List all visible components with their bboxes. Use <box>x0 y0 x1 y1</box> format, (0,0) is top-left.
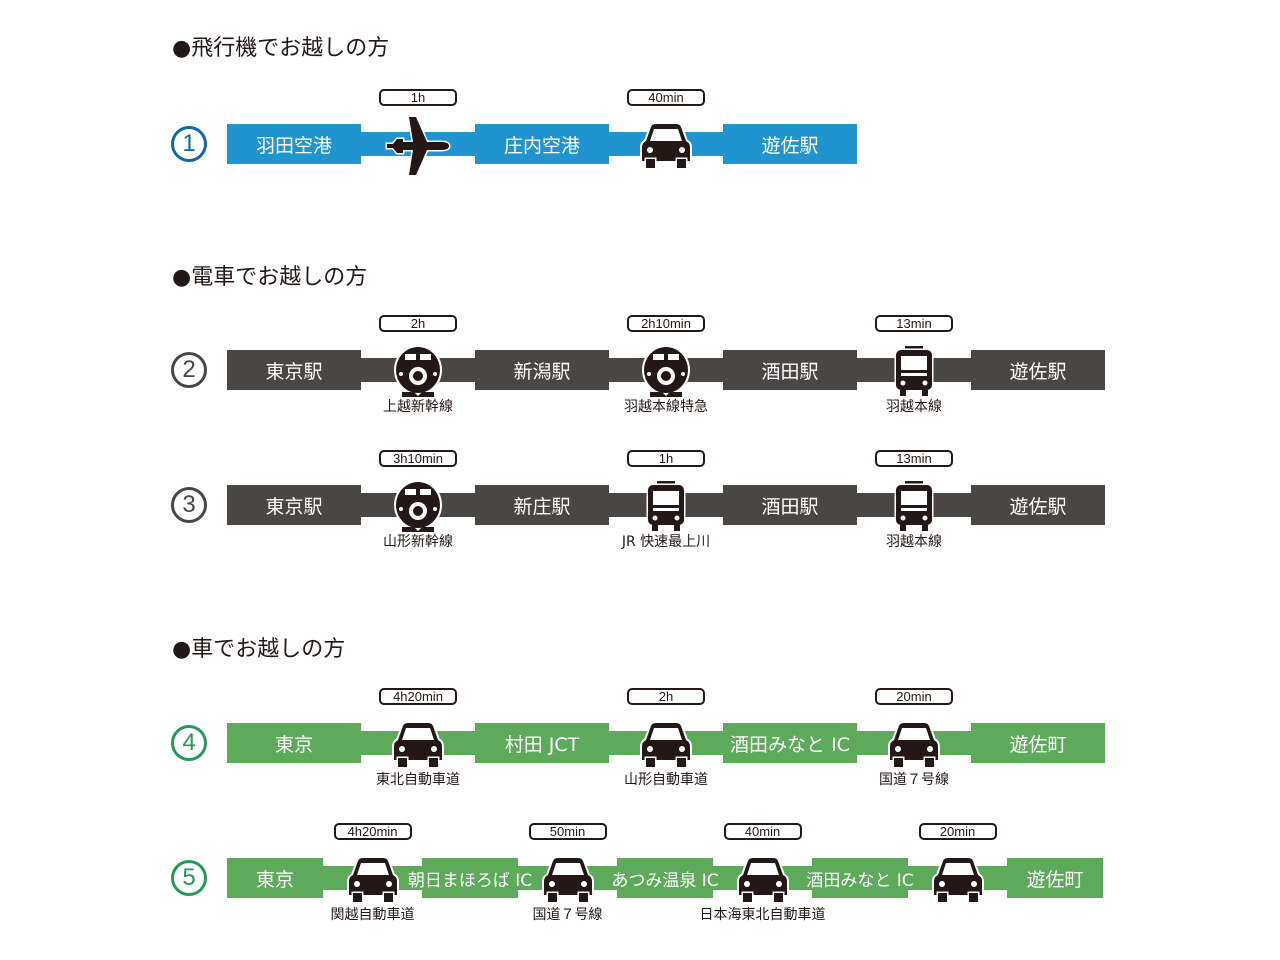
car-icon <box>930 852 986 908</box>
car-icon <box>540 852 596 908</box>
station-label: 東京駅 <box>227 485 361 525</box>
airplane-icon <box>383 115 453 177</box>
station-label: 新庄駅 <box>475 485 609 525</box>
travel-time-badge: 13min <box>875 450 953 467</box>
car-icon <box>735 852 791 908</box>
transit-line-label: 山形自動車道 <box>624 772 708 788</box>
car-icon <box>638 717 694 773</box>
travel-time-badge: 3h10min <box>379 450 457 467</box>
station-label: 東京 <box>227 723 361 763</box>
travel-time-badge: 2h <box>379 315 457 332</box>
travel-time-badge: 2h10min <box>627 315 705 332</box>
station-label: 東京駅 <box>227 350 361 390</box>
travel-time-badge: 13min <box>875 315 953 332</box>
shinkansen-icon <box>638 344 694 400</box>
travel-time-badge: 1h <box>379 89 457 106</box>
train-icon <box>638 479 694 535</box>
train-icon <box>886 479 942 535</box>
station-label: 酒田駅 <box>723 485 857 525</box>
shinkansen-icon <box>390 479 446 535</box>
station-label: 新潟駅 <box>475 350 609 390</box>
car-icon <box>638 118 694 174</box>
transit-line-label: 羽越本線 <box>886 534 942 550</box>
station-label: 東京 <box>227 858 323 898</box>
transit-line-label: 国道７号線 <box>532 907 603 923</box>
transit-line-label: 東北自動車道 <box>376 772 460 788</box>
section-title-airplane: ●飛行機でお越しの方 <box>172 36 390 61</box>
station-label: 羽田空港 <box>227 124 361 164</box>
station-label: 庄内空港 <box>475 124 609 164</box>
travel-time-badge: 20min <box>875 688 953 705</box>
transit-line-label: 羽越本線 <box>886 399 942 415</box>
station-label: 酒田みなと IC <box>806 858 914 898</box>
travel-time-badge: 2h <box>627 688 705 705</box>
train-icon <box>886 344 942 400</box>
section-title-train: ●電車でお越しの方 <box>172 265 368 290</box>
station-label: 村田 JCT <box>475 723 609 763</box>
transit-line-label: 関越自動車道 <box>330 907 415 923</box>
transit-line-label: 国道７号線 <box>879 772 949 788</box>
car-icon <box>886 717 942 773</box>
travel-time-badge: 50min <box>528 823 607 840</box>
station-label: 遊佐駅 <box>723 124 857 164</box>
travel-time-badge: 1h <box>627 450 705 467</box>
route-number-badge: 2 <box>171 352 207 388</box>
transit-line-label: 羽越本線特急 <box>624 399 708 415</box>
car-icon <box>390 717 446 773</box>
station-label: 遊佐町 <box>971 723 1105 763</box>
station-label: 遊佐駅 <box>971 485 1105 525</box>
station-label: 遊佐駅 <box>971 350 1105 390</box>
transit-line-label: 山形新幹線 <box>383 534 453 550</box>
car-icon <box>345 852 401 908</box>
travel-time-badge: 40min <box>627 89 705 106</box>
station-label: 酒田みなと IC <box>723 723 857 763</box>
route-number-badge: 5 <box>171 860 207 896</box>
travel-time-badge: 4h20min <box>379 688 457 705</box>
travel-time-badge: 40min <box>723 823 802 840</box>
transit-line-label: JR 快速最上川 <box>621 534 711 550</box>
station-label: 朝日まほろば IC <box>408 858 532 898</box>
route-number-badge: 3 <box>171 487 207 523</box>
station-label: 遊佐町 <box>1007 858 1103 898</box>
transit-line-label: 日本海東北自動車道 <box>699 907 826 923</box>
station-label: 酒田駅 <box>723 350 857 390</box>
shinkansen-icon <box>390 344 446 400</box>
travel-time-badge: 20min <box>918 823 997 840</box>
station-label: あつみ温泉 IC <box>611 858 719 898</box>
route-number-badge: 1 <box>171 126 207 162</box>
transit-line-label: 上越新幹線 <box>383 399 453 415</box>
section-title-car: ●車でお越しの方 <box>172 637 346 662</box>
route-number-badge: 4 <box>171 725 207 761</box>
travel-time-badge: 4h20min <box>333 823 412 840</box>
